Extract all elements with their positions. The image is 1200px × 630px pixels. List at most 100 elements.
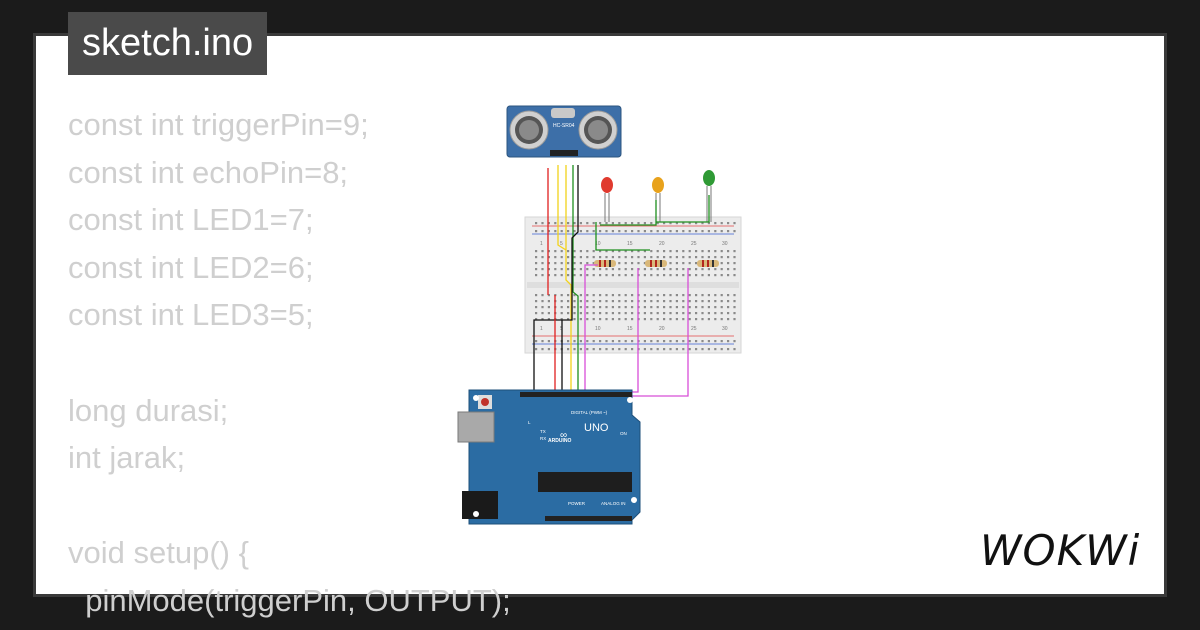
breadboard-hole bbox=[618, 256, 621, 259]
breadboard-hole bbox=[560, 306, 563, 309]
breadboard-hole bbox=[541, 268, 544, 271]
breadboard-hole bbox=[675, 306, 678, 309]
breadboard-hole bbox=[669, 294, 672, 297]
breadboard-hole bbox=[720, 294, 723, 297]
breadboard-hole bbox=[720, 262, 723, 265]
breadboard-hole bbox=[695, 318, 698, 321]
breadboard-hole bbox=[695, 256, 698, 259]
breadboard-hole bbox=[554, 256, 557, 259]
breadboard-hole bbox=[631, 318, 634, 321]
breadboard-hole bbox=[573, 250, 576, 253]
breadboard-hole bbox=[541, 294, 544, 297]
breadboard-hole bbox=[624, 268, 627, 271]
breadboard-hole bbox=[554, 222, 557, 225]
breadboard-hole bbox=[727, 268, 730, 271]
tx-label: TX bbox=[540, 429, 546, 434]
led-yellow[interactable] bbox=[652, 177, 664, 222]
breadboard-hole bbox=[592, 256, 595, 259]
breadboard-hole bbox=[592, 294, 595, 297]
breadboard-hole bbox=[727, 294, 730, 297]
breadboard-hole bbox=[605, 340, 608, 343]
breadboard-hole bbox=[560, 230, 563, 233]
breadboard-hole bbox=[669, 348, 672, 351]
breadboard-hole bbox=[554, 230, 557, 233]
breadboard-hole bbox=[656, 306, 659, 309]
breadboard-hole bbox=[637, 250, 640, 253]
breadboard-hole bbox=[624, 318, 627, 321]
breadboard-hole bbox=[643, 318, 646, 321]
breadboard-hole bbox=[579, 312, 582, 315]
breadboard-hole bbox=[554, 274, 557, 277]
breadboard-hole bbox=[720, 318, 723, 321]
breadboard-hole bbox=[650, 318, 653, 321]
breadboard-hole bbox=[560, 274, 563, 277]
breadboard-hole bbox=[727, 318, 730, 321]
breadboard-hole bbox=[720, 348, 723, 351]
breadboard-hole bbox=[586, 250, 589, 253]
breadboard-hole bbox=[727, 312, 730, 315]
breadboard-hole bbox=[643, 250, 646, 253]
breadboard-hole bbox=[579, 306, 582, 309]
breadboard-hole bbox=[643, 348, 646, 351]
breadboard-hole bbox=[707, 274, 710, 277]
breadboard-hole bbox=[733, 222, 736, 225]
breadboard-hole bbox=[586, 340, 589, 343]
breadboard-hole bbox=[688, 306, 691, 309]
breadboard-hole bbox=[535, 262, 538, 265]
usb-port bbox=[457, 411, 495, 443]
breadboard-hole bbox=[688, 256, 691, 259]
breadboard-hole bbox=[643, 262, 646, 265]
breadboard-hole bbox=[669, 340, 672, 343]
file-title-tab[interactable]: sketch.ino bbox=[68, 12, 268, 75]
breadboard-hole bbox=[714, 222, 717, 225]
breadboard-hole bbox=[624, 294, 627, 297]
breadboard-hole bbox=[637, 222, 640, 225]
breadboard-hole bbox=[733, 306, 736, 309]
breadboard-hole bbox=[567, 348, 570, 351]
breadboard-hole bbox=[675, 312, 678, 315]
breadboard-hole bbox=[547, 250, 550, 253]
bb-number: 20 bbox=[659, 241, 665, 247]
breadboard-hole bbox=[560, 256, 563, 259]
breadboard-hole bbox=[707, 318, 710, 321]
code-line: const int LED3=5; bbox=[68, 297, 314, 333]
breadboard-hole bbox=[688, 348, 691, 351]
breadboard-hole bbox=[599, 340, 602, 343]
led-green[interactable] bbox=[703, 170, 715, 222]
bb-number: 1 bbox=[540, 326, 543, 332]
breadboard-hole bbox=[586, 256, 589, 259]
breadboard-hole bbox=[650, 256, 653, 259]
breadboard-hole bbox=[701, 340, 704, 343]
resistor[interactable] bbox=[645, 260, 667, 267]
breadboard-hole bbox=[573, 230, 576, 233]
breadboard-hole bbox=[688, 268, 691, 271]
arduino-uno-board[interactable]: ∞ UNO ARDUINO DIGITAL (PWM ~) POWER ANAL… bbox=[457, 389, 641, 525]
breadboard-hole bbox=[714, 318, 717, 321]
breadboard-hole bbox=[669, 230, 672, 233]
breadboard-hole bbox=[579, 318, 582, 321]
breadboard-hole bbox=[663, 250, 666, 253]
code-line: void setup() { bbox=[68, 535, 249, 571]
breadboard-hole bbox=[599, 222, 602, 225]
breadboard-hole bbox=[663, 294, 666, 297]
breadboard-hole bbox=[573, 262, 576, 265]
breadboard-hole bbox=[567, 250, 570, 253]
breadboard-hole bbox=[682, 262, 685, 265]
code-line: int jarak; bbox=[68, 440, 186, 476]
breadboard-hole bbox=[567, 222, 570, 225]
breadboard-hole bbox=[701, 274, 704, 277]
breadboard: 1 5 10 15 20 25 30 1 5 10 15 20 25 30 bbox=[524, 216, 742, 354]
breadboard-hole bbox=[643, 268, 646, 271]
breadboard-hole bbox=[669, 318, 672, 321]
breadboard-hole bbox=[707, 306, 710, 309]
breadboard-hole bbox=[573, 268, 576, 271]
led-red[interactable] bbox=[601, 177, 613, 222]
resistor[interactable] bbox=[594, 260, 616, 267]
breadboard-hole bbox=[727, 250, 730, 253]
resistor[interactable] bbox=[697, 260, 719, 267]
breadboard-hole bbox=[663, 230, 666, 233]
ultrasonic-sensor[interactable]: HC-SR04 bbox=[506, 105, 622, 158]
breadboard-hole bbox=[675, 256, 678, 259]
breadboard-hole bbox=[541, 274, 544, 277]
breadboard-hole bbox=[579, 222, 582, 225]
